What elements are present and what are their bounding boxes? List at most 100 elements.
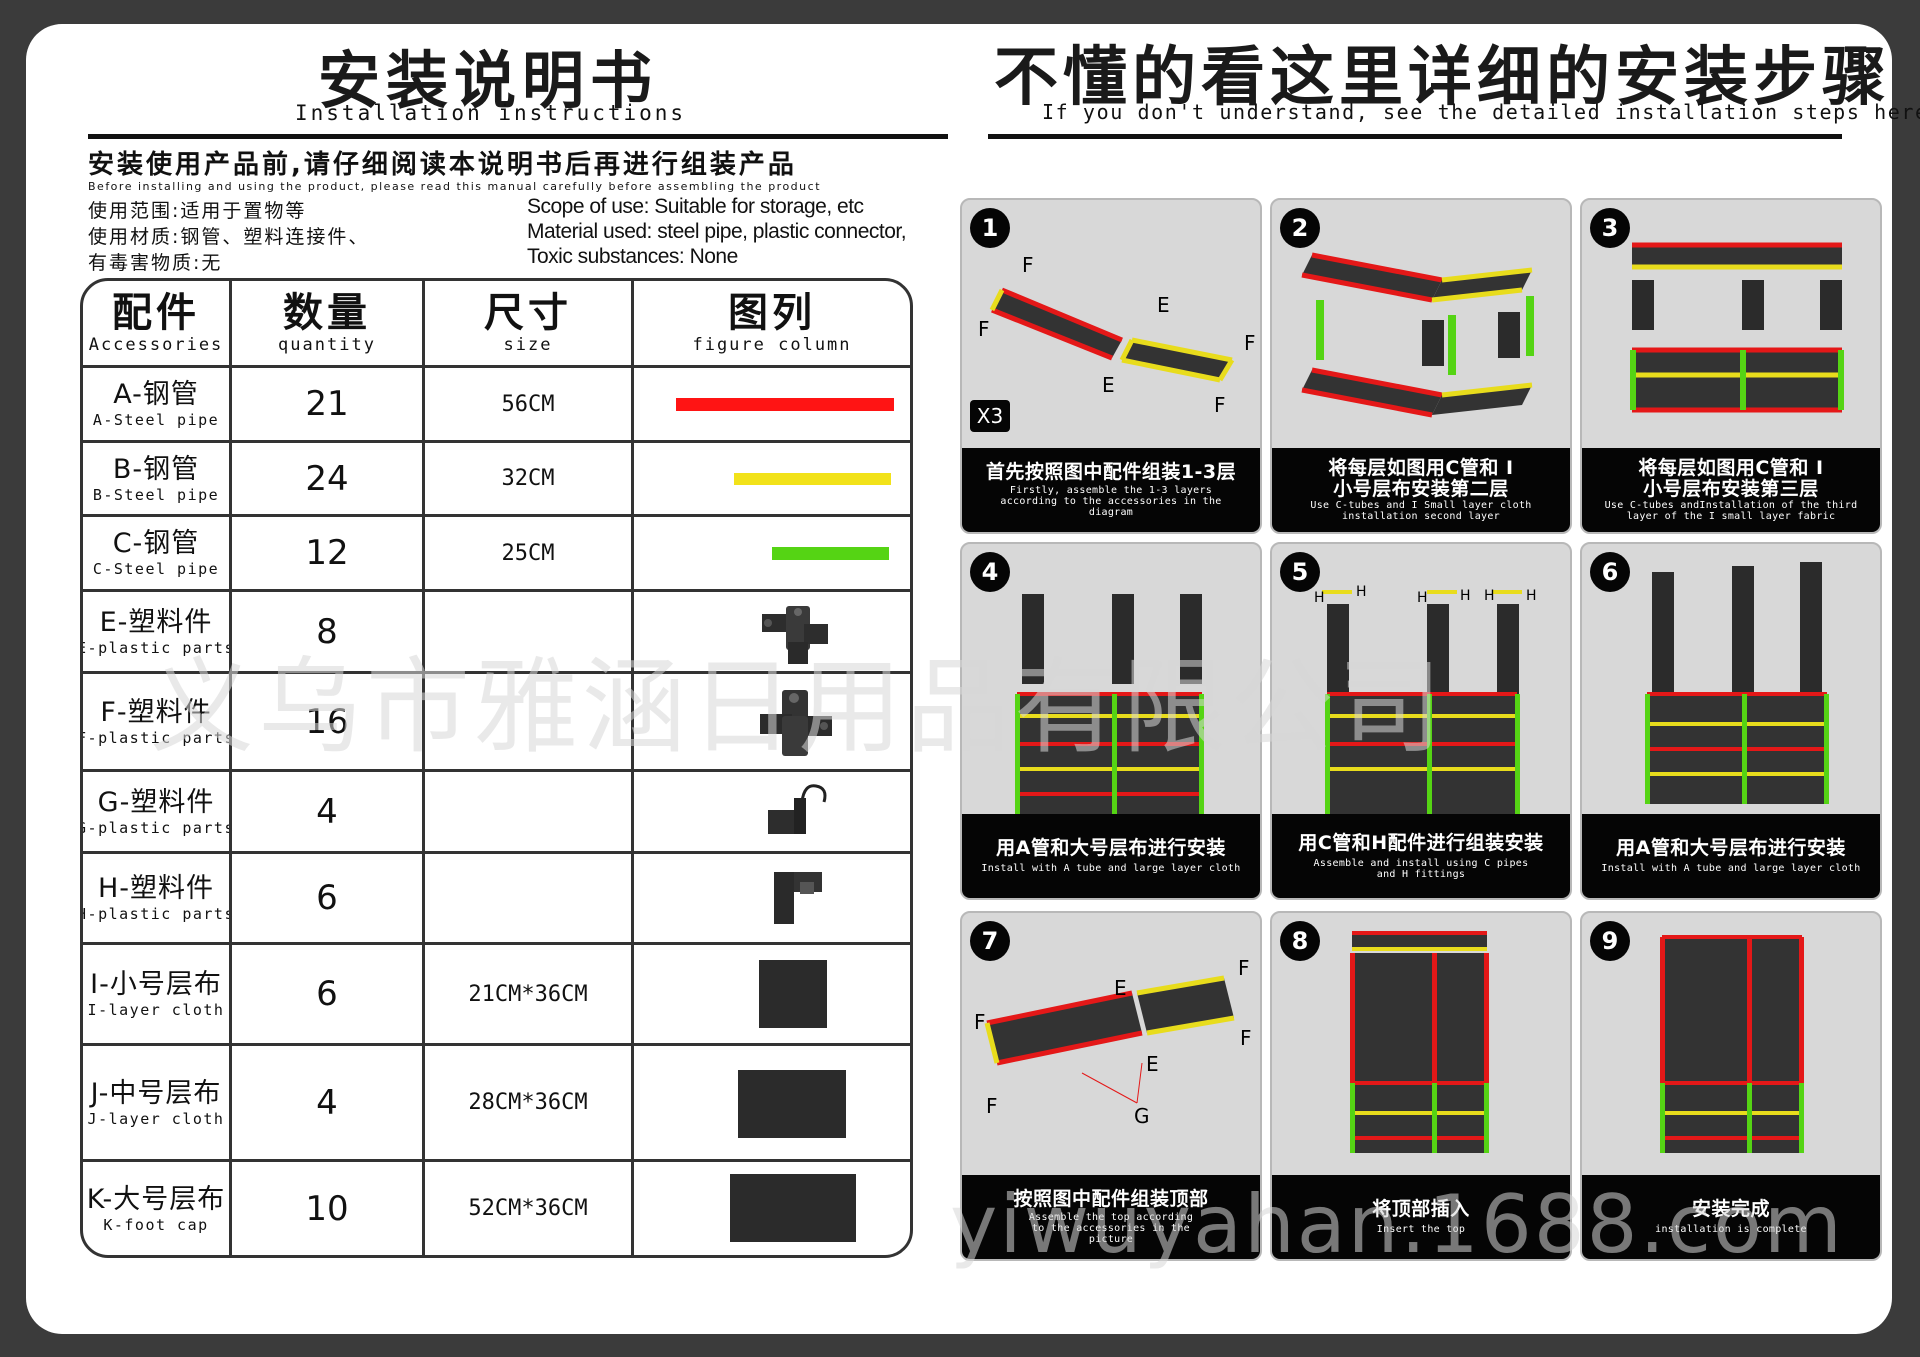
step-label: H [1417,590,1428,606]
step-7-illustration: F E F F E G F [974,956,1252,1128]
f-connector-icon [760,690,832,756]
part-size: 32CM [501,466,555,491]
toxic-en: Toxic substances: None [527,245,738,268]
step-6-illustration [1645,562,1829,804]
table-header: 配件 Accessories 数量 quantity 尺寸 size 图列 fi… [83,281,910,365]
header-figure: 图列 figure column [631,281,910,365]
part-name: G-塑料件 [97,786,215,818]
step-number: 4 [970,552,1010,592]
step-label: H [1356,584,1367,600]
step-label: F [1244,331,1256,355]
step-number: 2 [1280,208,1320,248]
part-qty: 21 [305,384,349,424]
part-qty: 4 [316,1082,338,1123]
info-cn: 使用范围:适用于置物等 使用材质:钢管、塑料连接件、 有毒害物质:无 [88,198,369,276]
step-label: H [1460,588,1471,604]
step-label: E [1114,976,1127,1000]
step-caption: 将每层如图用C管和 I小号层布安装第二层 Use C-tubes and I S… [1272,448,1570,532]
part-qty: 4 [316,791,338,832]
material-en: Material used: steel pipe, plastic conne… [527,220,907,243]
step-number: 6 [1590,552,1630,592]
part-name: C-钢管 [112,528,200,559]
step-label: F [1214,393,1226,417]
part-name-en: I-layer cloth [87,1001,225,1019]
part-qty: 6 [316,878,338,918]
part-size: 52CM*36CM [468,1196,588,1221]
part-name: I-小号层布 [90,969,222,1000]
large-cloth-icon [730,1174,856,1242]
red-pipe-icon [676,398,894,411]
step-label: F [978,317,990,341]
part-name-en: C-Steel pipe [92,560,220,578]
part-qty: 24 [305,458,349,499]
part-size: 56CM [501,391,555,417]
step-panel-7: F E F F E G F 7 按照图中配件组装顶部 Assemble the … [960,911,1262,1261]
part-size: 28CM*36CM [468,1090,588,1115]
step-panel-9: 9 安装完成 installation is complete [1580,911,1882,1261]
part-name: H-塑料件 [97,873,215,904]
part-name-en: H-plastic parts [80,905,235,923]
yellow-pipe-icon [734,473,891,485]
intro-text: 安装使用产品前,请仔细阅读本说明书后再进行组装产品 [88,150,797,180]
part-name-en: G-plastic parts [80,818,235,837]
toxic-cn: 有毒害物质:无 [88,252,223,274]
step-panel-6: 6 用A管和大号层布进行安装 Install with A tube and l… [1580,542,1882,900]
part-size: 25CM [501,540,555,566]
step-panel-1: F F E E F F 1 X3 首先按照图中配件组装1-3层 Firstly,… [960,198,1262,534]
part-name: A-钢管 [113,379,199,410]
header-accessories: 配件 Accessories [88,290,224,355]
step-8-illustration [1350,931,1489,1153]
step-caption: 首先按照图中配件组装1-3层 Firstly, assemble the 1-3… [962,448,1260,532]
step-number: 1 [970,208,1010,248]
step-label: E [1157,293,1170,317]
step-1-illustration: F F E E F F [978,253,1256,417]
step-label: H [1314,590,1325,606]
g-hook-icon [768,784,827,834]
e-connector-icon [762,606,828,664]
step-panel-8: 8 将顶部插入 Insert the top [1270,911,1572,1261]
part-name-en: F-plastic parts [80,728,235,747]
step-number: 3 [1590,208,1630,248]
accessories-table: 配件 Accessories 数量 quantity 尺寸 size 图列 fi… [80,278,913,1258]
step-label: H [1484,588,1495,604]
intro-text-en: Before installing and using the product,… [88,180,822,193]
part-qty: 10 [305,1188,349,1229]
part-name: K-大号层布 [86,1183,226,1215]
step-2-illustration [1301,252,1534,418]
step-label: G [1134,1104,1150,1128]
material-cn: 使用材质:钢管、塑料连接件、 [88,226,370,248]
step-number: 5 [1280,552,1320,592]
info-en: Scope of use: Suitable for storage, etc … [527,194,907,269]
step-label: F [974,1010,986,1034]
step-panel-3: 3 将每层如图用C管和 I小号层布安装第三层 Use C-tubes andIn… [1580,198,1882,534]
step-caption: 按照图中配件组装顶部 Assemble the top according to… [962,1175,1260,1259]
header-quantity: 数量 quantity [229,281,422,365]
part-name-en: J-layer cloth [87,1109,225,1128]
step-5-illustration: H H H H H H [1314,584,1537,814]
step-9-illustration [1660,935,1804,1153]
right-subtitle: If you don't understand, see the detaile… [1042,100,1920,124]
part-name: B-钢管 [112,453,200,485]
step-number: 9 [1590,921,1630,961]
part-qty: 16 [305,701,349,742]
step-caption: 用C管和H配件进行组装安装 Assemble and install using… [1272,814,1570,898]
step-panel-2: 2 将每层如图用C管和 I小号层布安装第二层 Use C-tubes and I… [1270,198,1572,534]
step-caption: 安装完成 installation is complete [1582,1175,1880,1259]
part-name: F-塑料件 [100,696,212,728]
step-caption: 用A管和大号层布进行安装 Install with A tube and lar… [1582,814,1880,898]
part-name-en: B-Steel pipe [92,485,220,504]
small-cloth-icon [759,960,827,1028]
step-3-illustration [1630,242,1844,413]
part-name: J-中号层布 [90,1077,222,1109]
step-label: F [1022,253,1034,277]
scope-en: Scope of use: Suitable for storage, etc [527,195,864,218]
